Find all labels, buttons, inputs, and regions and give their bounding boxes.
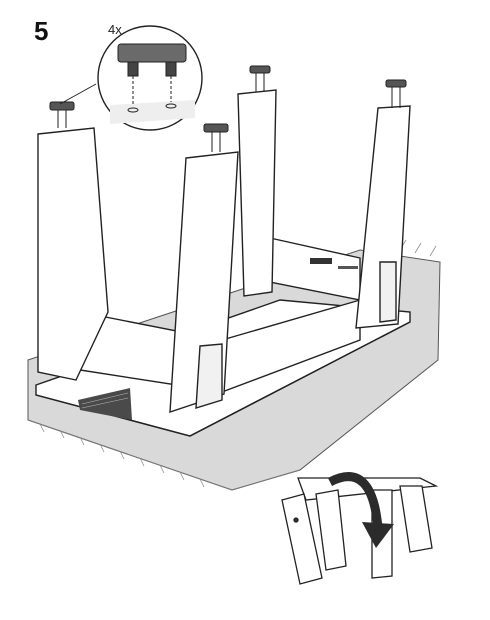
quantity-label: 4x: [108, 22, 122, 37]
table-legs: [37, 89, 411, 413]
leg-back-middle: [237, 89, 277, 297]
detail-callout: [59, 25, 203, 131]
flip-table-diagram: [281, 477, 439, 585]
glide-pads: [49, 65, 407, 152]
step-number: 5: [34, 16, 49, 46]
leg-back-left: [37, 127, 109, 381]
rotate-arrow-icon: [327, 472, 394, 548]
